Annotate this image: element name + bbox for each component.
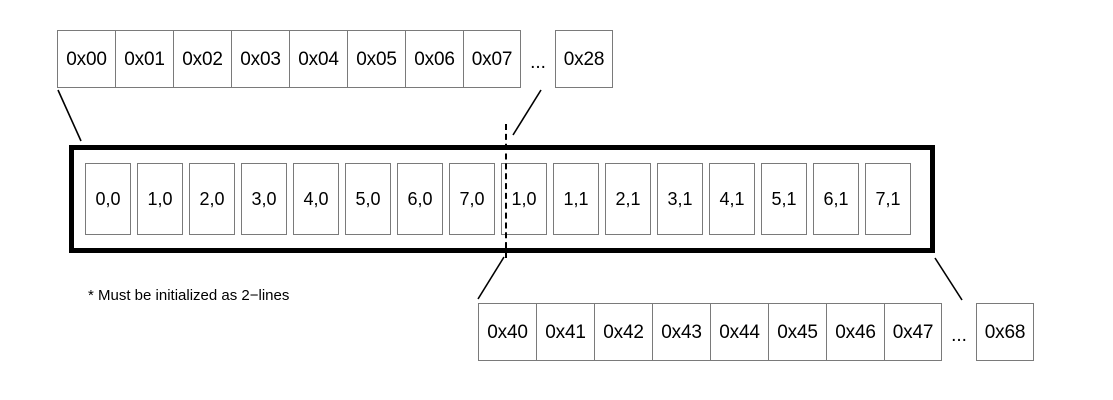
buffer-cell: 0,0 (85, 163, 131, 235)
buffer-cell: 4,1 (709, 163, 755, 235)
buffer-cell: 7,0 (449, 163, 495, 235)
address-cell: 0x05 (347, 30, 405, 88)
leader-line-top-right (512, 89, 542, 136)
buffer-cell: 1,1 (553, 163, 599, 235)
leader-line-bottom-left (477, 256, 505, 300)
buffer-cell: 7,1 (865, 163, 911, 235)
buffer-cell: 3,0 (241, 163, 287, 235)
address-cell: 0x43 (652, 303, 710, 361)
buffer-cell: 4,0 (293, 163, 339, 235)
address-cell: 0x47 (884, 303, 942, 361)
address-cell-tail: 0x68 (976, 303, 1034, 361)
address-cell: 0x46 (826, 303, 884, 361)
address-cell: 0x42 (594, 303, 652, 361)
buffer-cell: 3,1 (657, 163, 703, 235)
footnote-text: * Must be initialized as 2−lines (88, 287, 290, 304)
buffer-cell: 6,1 (813, 163, 859, 235)
buffer-cell: 1,0 (501, 163, 547, 235)
leader-line-bottom-right (934, 257, 963, 301)
buffer-cell: 6,0 (397, 163, 443, 235)
buffer-bar: 0,0 1,0 2,0 3,0 4,0 5,0 6,0 7,0 1,0 1,1 … (69, 145, 935, 253)
address-cell: 0x02 (173, 30, 231, 88)
address-cell-tail: 0x28 (555, 30, 613, 88)
line-split-dashed-marker (505, 124, 507, 258)
ellipsis: ... (530, 52, 546, 73)
top-address-strip: 0x00 0x01 0x02 0x03 0x04 0x05 0x06 0x07 … (57, 30, 613, 88)
buffer-cell: 2,1 (605, 163, 651, 235)
bottom-address-strip: 0x40 0x41 0x42 0x43 0x44 0x45 0x46 0x47 … (478, 303, 1034, 361)
leader-line-top-left (57, 89, 82, 142)
address-cell: 0x41 (536, 303, 594, 361)
address-cell: 0x00 (57, 30, 115, 88)
buffer-cell: 5,1 (761, 163, 807, 235)
address-cell: 0x40 (478, 303, 536, 361)
address-cell: 0x04 (289, 30, 347, 88)
buffer-cell: 2,0 (189, 163, 235, 235)
address-cell: 0x03 (231, 30, 289, 88)
buffer-cell-list: 0,0 1,0 2,0 3,0 4,0 5,0 6,0 7,0 1,0 1,1 … (85, 163, 911, 235)
buffer-cell: 5,0 (345, 163, 391, 235)
buffer-cell: 1,0 (137, 163, 183, 235)
address-cell: 0x07 (463, 30, 521, 88)
ellipsis: ... (951, 325, 967, 346)
address-cell: 0x06 (405, 30, 463, 88)
address-cell: 0x01 (115, 30, 173, 88)
address-cell: 0x44 (710, 303, 768, 361)
address-cell: 0x45 (768, 303, 826, 361)
